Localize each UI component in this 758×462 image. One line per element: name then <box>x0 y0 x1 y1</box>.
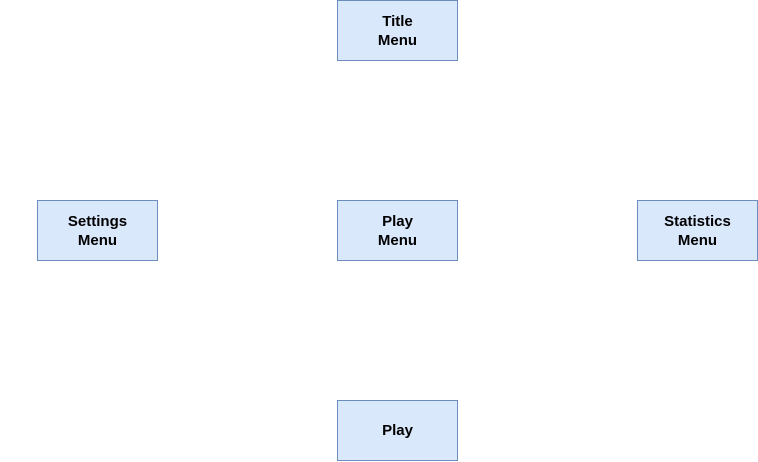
settings-menu-label: Settings Menu <box>67 212 128 249</box>
title-menu-label: Title Menu <box>377 12 418 49</box>
play-menu-node[interactable]: Play Menu <box>337 200 458 261</box>
play-label: Play <box>382 422 413 439</box>
play-node[interactable]: Play <box>337 400 458 461</box>
statistics-menu-node[interactable]: Statistics Menu <box>637 200 758 261</box>
play-menu-label: Play Menu <box>377 212 418 249</box>
title-menu-node[interactable]: Title Menu <box>337 0 458 61</box>
statistics-menu-label: Statistics Menu <box>664 212 731 249</box>
settings-menu-node[interactable]: Settings Menu <box>37 200 158 261</box>
